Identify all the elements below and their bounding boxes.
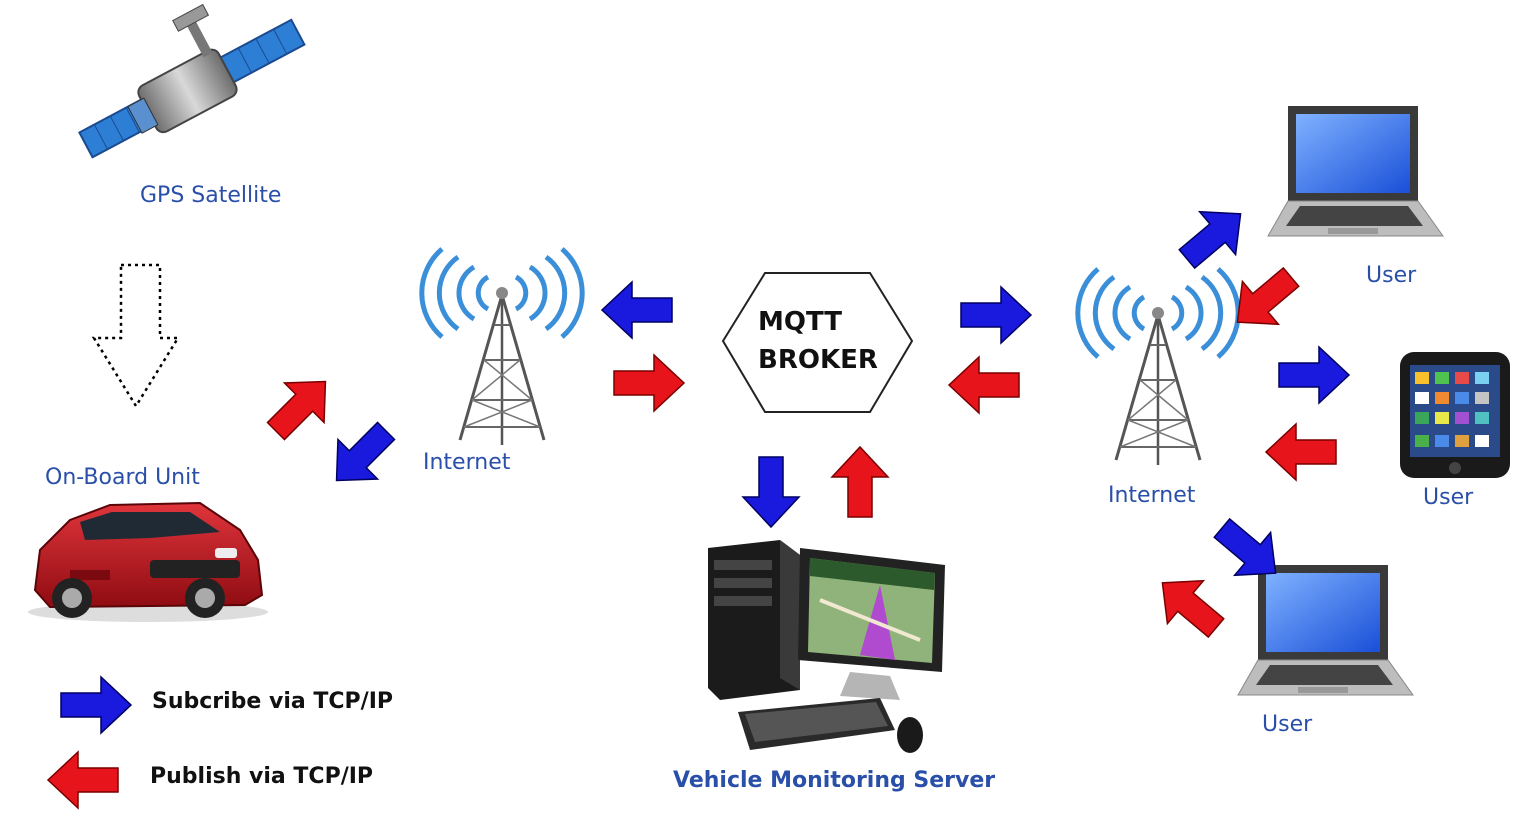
radio-tower-icon: [1078, 269, 1238, 465]
user-top-label: User: [1366, 263, 1417, 288]
publish-arrow: [831, 446, 889, 518]
broker-title: MQTT BROKER: [758, 303, 878, 379]
legend-publish-arrow: [47, 751, 119, 809]
subscribe-arrow: [1278, 346, 1350, 404]
subscribe-arrow: [960, 286, 1032, 344]
car-icon: [28, 501, 268, 622]
mqtt-broker-hexagon: [721, 272, 914, 413]
publish-arrow: [1218, 254, 1310, 345]
user-bottom-label: User: [1262, 712, 1313, 737]
subscribe-arrow: [601, 281, 673, 339]
publish-arrow: [1265, 423, 1337, 481]
desktop-computer-icon: [708, 540, 945, 753]
laptop-icon: [1237, 564, 1414, 696]
internet-left-label: Internet: [423, 450, 511, 475]
broker-line1: MQTT: [758, 307, 843, 337]
subscribe-arrow: [315, 410, 407, 502]
laptop-icon: [1267, 105, 1444, 237]
gps-signal-arrow: [91, 263, 181, 409]
subscribe-arrow: [742, 456, 800, 528]
satellite-icon: [78, 3, 306, 159]
subscribe-arrow: [1168, 191, 1260, 282]
publish-arrow: [1143, 560, 1235, 651]
on-board-unit-label: On-Board Unit: [45, 465, 200, 490]
smartphone-icon: [1400, 352, 1510, 478]
user-phone-label: User: [1423, 485, 1474, 510]
gps-satellite-label: GPS Satellite: [140, 183, 282, 208]
legend-subscribe-label: Subcribe via TCP/IP: [152, 689, 394, 714]
legend-publish-label: Publish via TCP/IP: [150, 764, 374, 789]
internet-right-label: Internet: [1108, 483, 1196, 508]
server-label: Vehicle Monitoring Server: [673, 768, 996, 793]
publish-arrow: [255, 360, 347, 452]
legend-subscribe-arrow: [60, 676, 132, 734]
broker-line2: BROKER: [758, 345, 878, 375]
radio-tower-icon: [422, 249, 582, 445]
publish-arrow: [948, 356, 1020, 414]
publish-arrow: [613, 354, 685, 412]
